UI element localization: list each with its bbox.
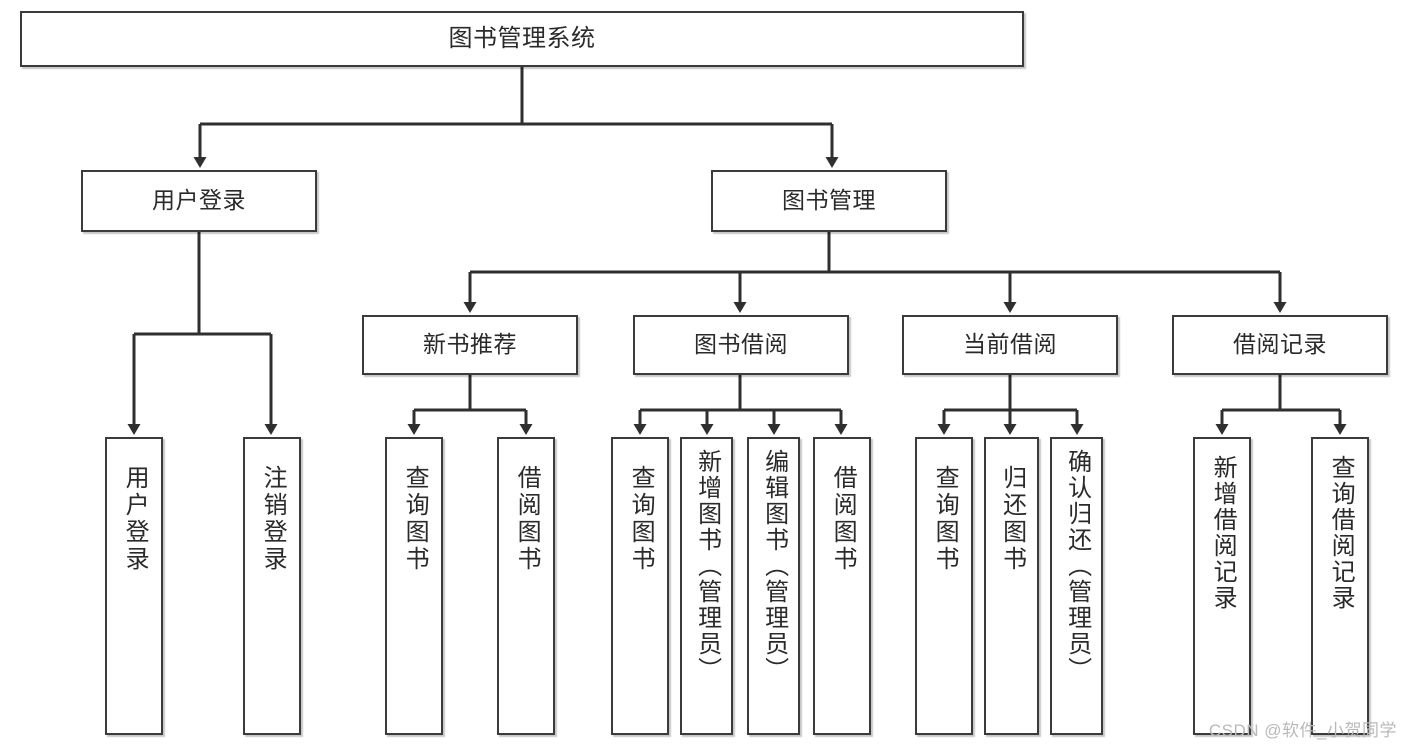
node-label: 归还图书: [998, 465, 1026, 573]
leaf-query-book-borrow[interactable]: 查询图书: [611, 437, 669, 735]
leaf-borrow-book[interactable]: 借阅图书: [813, 437, 871, 735]
leaf-query-book-recommend[interactable]: 查询图书: [385, 437, 443, 735]
leaf-query-borrow-record[interactable]: 查询借阅记录: [1311, 437, 1369, 735]
node-user-login[interactable]: 用户登录: [81, 170, 317, 232]
leaf-query-book-current[interactable]: 查询图书: [915, 437, 973, 735]
node-label: 查询图书: [401, 465, 429, 573]
node-borrow-record[interactable]: 借阅记录: [1172, 315, 1388, 375]
leaf-add-borrow-record[interactable]: 新增借阅记录: [1193, 437, 1251, 735]
leaf-borrow-book-recommend[interactable]: 借阅图书: [497, 437, 555, 735]
node-label: 编辑图书（管理员）: [760, 449, 788, 683]
node-book-borrow[interactable]: 图书借阅: [633, 315, 849, 375]
node-label: 新增图书（管理员）: [693, 449, 721, 683]
node-new-book-recommend[interactable]: 新书推荐: [362, 315, 578, 375]
watermark-text: CSDN @软件_小贺同学: [1208, 721, 1397, 740]
node-label: 图书管理系统: [448, 24, 596, 52]
node-label: 借阅图书: [513, 465, 541, 573]
node-label: 查询借阅记录: [1327, 455, 1355, 611]
leaf-edit-book-admin[interactable]: 编辑图书（管理员）: [747, 437, 800, 735]
leaf-return-book[interactable]: 归还图书: [984, 437, 1039, 735]
node-book-management[interactable]: 图书管理: [711, 170, 947, 232]
leaf-add-book-admin[interactable]: 新增图书（管理员）: [680, 437, 733, 735]
node-label: 借阅图书: [829, 465, 857, 573]
node-label: 用户登录: [121, 465, 149, 573]
node-root-book-management-system[interactable]: 图书管理系统: [20, 11, 1024, 67]
node-label: 新书推荐: [423, 331, 517, 358]
node-label: 新增借阅记录: [1209, 455, 1237, 611]
node-label: 查询图书: [627, 465, 655, 573]
leaf-confirm-return-admin[interactable]: 确认归还（管理员）: [1050, 437, 1103, 735]
leaf-logout[interactable]: 注销登录: [243, 437, 301, 735]
node-label: 用户登录: [152, 187, 246, 214]
node-label: 查询图书: [931, 465, 959, 573]
node-label: 图书管理: [782, 187, 876, 214]
node-label: 注销登录: [259, 465, 287, 573]
node-label: 图书借阅: [694, 331, 788, 358]
node-label: 当前借阅: [963, 331, 1057, 358]
node-label: 确认归还（管理员）: [1063, 449, 1091, 683]
node-current-borrow[interactable]: 当前借阅: [902, 315, 1118, 375]
node-label: 借阅记录: [1233, 331, 1327, 358]
leaf-user-login[interactable]: 用户登录: [105, 437, 163, 735]
